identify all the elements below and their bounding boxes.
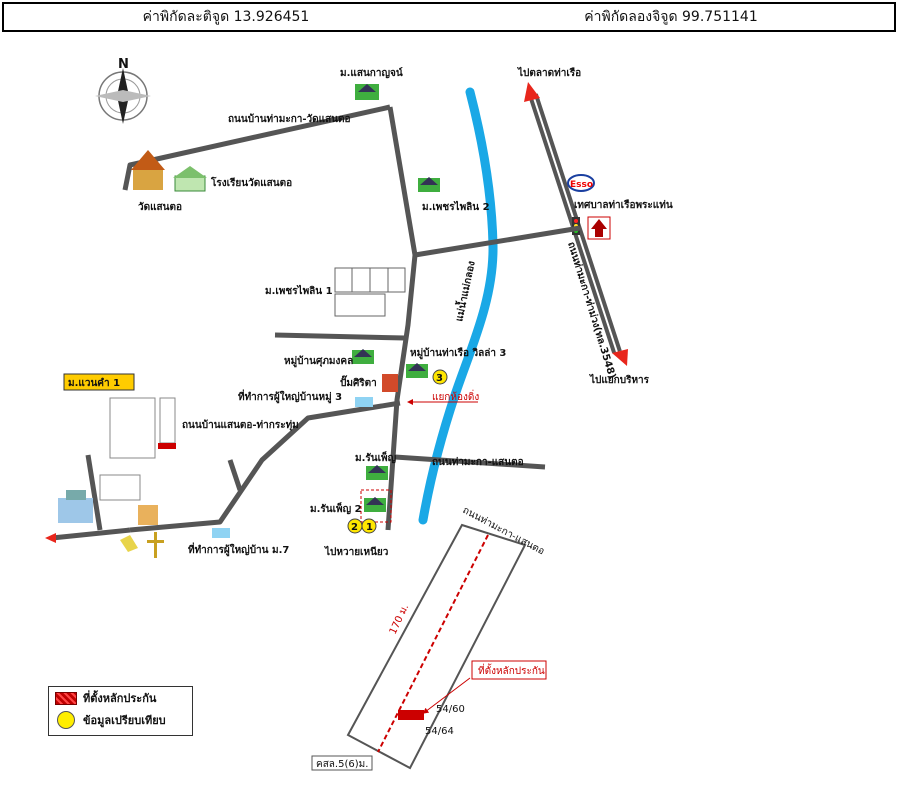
esso-icon: Esso [567,174,595,192]
gas-pump-label: ปั๊มศิริตา [340,375,377,389]
housing-block-1 [334,267,406,317]
road-thakrathum-label: ถนนบ้านแสนตอ-ท่ากระทุ่ม [182,419,299,431]
river [418,87,498,525]
deed-label: คสล.5(6)ม. [316,759,368,770]
house-icon [406,363,428,378]
m-saenkanchan-label: ม.แสนกาญจน์ [340,67,403,79]
collateral-plot [398,710,424,720]
road-network [51,104,581,541]
svg-text:3: 3 [436,373,443,384]
m-wankham1-label: ม.แวนคำ 1 [68,377,120,389]
compass-icon: N [95,57,151,124]
housing-block-2 [99,397,176,501]
collateral-swatch [55,691,77,705]
tag-icon [120,535,138,552]
village-sukmongkol-label: หมู่บ้านศุภมงคล [284,355,353,368]
headman-office-3-label: ที่ทำการผู้ใหญ่บ้านหมู่ 3 [238,389,342,404]
to-borihan-label: ไปแยกบริหาร [589,373,650,386]
m-phetphailin1-label: ม.เพชรไพลิน 1 [265,284,333,297]
emblem-icon [587,216,611,240]
house-icon [364,497,386,512]
longitude-cell: ค่าพิกัดลองจิจูด 99.751141 [448,2,896,32]
svg-text:Esso: Esso [570,180,593,190]
comparison-swatch [57,711,75,729]
temple-label: วัดแสนตอ [138,201,182,213]
coordinate-bar: ค่าพิกัดละติจูด 13.926451 ค่าพิกัดลองจิจ… [0,0,900,36]
office-icon [212,528,230,538]
river-label: แม่น้ำแม่กลอง [451,259,478,322]
municipality-label: เทศบาลท่าเรือพระแท่น [574,199,673,211]
subdivision [346,523,527,770]
shop-icon [138,505,158,525]
m-ranphoen2-label: ม.รันเพ็ญ 2 [310,501,362,515]
comparison-marker-3: 3 [432,369,448,385]
road-saento-label: ถนนท่ามะกา-แสนตอ [432,456,524,468]
m-phetphailin2-label: ม.เพชรไพลิน 2 [422,200,490,213]
m-ranphoen-label: ม.รันเพ็ญ [355,450,397,464]
to-market-label: ไปตลาดท่าเรือ [517,66,581,79]
house-icon [355,84,379,100]
cross-icon [147,532,164,558]
school-icon [173,166,207,192]
latitude-cell: ค่าพิกัดละติจูด 13.926451 [2,2,450,32]
comparison-marker-1: 1 [361,518,377,534]
to-waihnua-label: ไปหวายเหนียว [324,545,389,558]
svg-text:2: 2 [351,522,358,533]
plot-5460-label: 54/60 [436,704,465,715]
location-map: N แม่น้ำแม่กลอง ไปตลาดท่าเรือ ไปแยกบริหา… [45,57,673,771]
house-icon [352,349,374,364]
map-legend: ที่ตั้งหลักประกัน ข้อมูลเปรียบเทียบ [48,686,193,736]
village-tharua-label: หมู่บ้านท่าเรือ วิลล่า 3 [410,347,506,360]
north-label: N [118,57,129,72]
plot-5464-label: 54/64 [425,726,454,737]
legend-comparison: ข้อมูลเปรียบเทียบ [49,709,192,731]
svg-text:1: 1 [366,522,373,533]
school-label: โรงเรียนวัดแสนตอ [210,176,292,189]
gas-pump-icon [382,374,398,392]
building-icon [58,490,93,523]
legend-collateral: ที่ตั้งหลักประกัน [49,687,192,709]
collateral-site-label: ที่ตั้งหลักประกัน [478,663,545,677]
house-icon [366,465,388,480]
headman-office-7-label: ที่ทำการผู้ใหญ่บ้าน ม.7 [188,542,289,557]
comparison-marker-2: 2 [347,518,363,534]
house-icon [418,177,440,192]
intersection-label: แยกห้องดิ่ง [432,389,479,403]
road-watsaento-label: ถนนบ้านท่ามะกา-วัดแสนตอ [228,113,351,125]
office-icon [355,397,373,407]
temple-icon [131,150,165,190]
